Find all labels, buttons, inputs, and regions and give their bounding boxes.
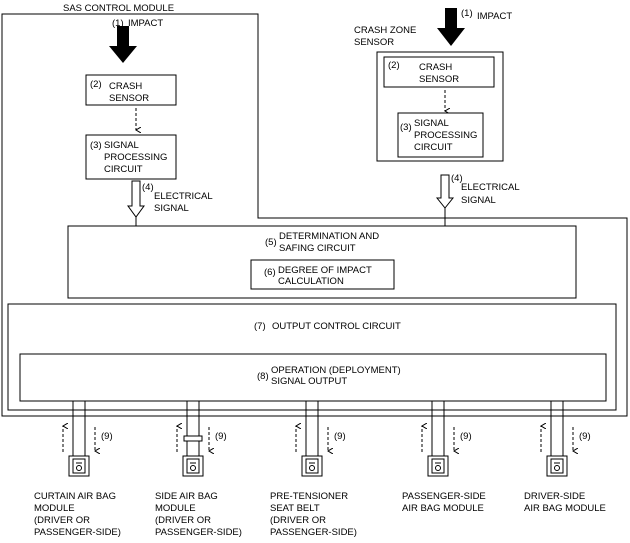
signal-proc-left-num: (3): [90, 140, 102, 151]
impact-right-label: IMPACT: [477, 11, 512, 22]
crash-sensor-left-box: [85, 74, 177, 106]
output-module-label: PASSENGER-SIDE): [270, 527, 357, 538]
signal-proc-right-num: (3): [400, 122, 412, 133]
elec-left-line2: SIGNAL: [154, 203, 189, 214]
signal-proc-right-line2: PROCESSING: [414, 130, 477, 141]
signal-num: (9): [334, 431, 346, 442]
operation-num: (8): [257, 371, 269, 382]
elec-right-num: (4): [451, 173, 463, 184]
elec-left-num: (4): [142, 182, 154, 193]
output-module-label: (DRIVER OR: [270, 515, 326, 526]
sas-module-title: SAS CONTROL MODULE: [63, 3, 174, 14]
signal-num: (9): [101, 431, 113, 442]
signal-num: (9): [579, 431, 591, 442]
output-module-label: MODULE: [155, 503, 196, 514]
crash-zone-line2: SENSOR: [354, 37, 394, 48]
elec-right-line2: SIGNAL: [461, 195, 496, 206]
signal-processing-left-box: [85, 134, 177, 180]
output-module-label: PRE-TENSIONER: [270, 491, 348, 502]
output-module-label: CURTAIN AIR BAG: [34, 491, 116, 502]
determination-line1: DETERMINATION AND: [279, 231, 379, 242]
degree-line2: CALCULATION: [278, 276, 344, 287]
impact-arrow-icon: [437, 8, 465, 46]
electrical-signal-arrow-icon: [435, 174, 455, 209]
operation-signal-box: [19, 353, 607, 402]
output-module-label: PASSENGER-SIDE): [34, 527, 121, 538]
signal-proc-right-line3: CIRCUIT: [414, 142, 453, 153]
crash-sensor-right-box: [383, 56, 495, 88]
sas-module-outline: [1, 13, 628, 417]
elec-right-line1: ELECTRICAL: [461, 182, 520, 193]
operation-line2: SIGNAL OUTPUT: [271, 376, 347, 387]
impact-arrow-icon: [109, 26, 137, 63]
signal-proc-right-line1: SIGNAL: [414, 118, 449, 129]
impact-right-num: (1): [461, 8, 473, 19]
impact-left-num: (1): [112, 18, 124, 29]
output-module-label: DRIVER-SIDE: [524, 491, 585, 502]
crash-sensor-left-line2: SENSOR: [109, 93, 149, 104]
operation-line1: OPERATION (DEPLOYMENT): [271, 365, 401, 376]
output-module-label: (DRIVER OR: [34, 515, 90, 526]
output-module-label: SEAT BELT: [270, 503, 320, 514]
elec-left-line1: ELECTRICAL: [154, 191, 213, 202]
determination-line2: SAFING CIRCUIT: [279, 243, 356, 254]
signal-processing-right-box: [397, 112, 484, 158]
degree-of-impact-box: [250, 259, 395, 290]
signal-num: (9): [215, 431, 227, 442]
crash-zone-line1: CRASH ZONE: [354, 25, 416, 36]
degree-line1: DEGREE OF IMPACT: [278, 265, 372, 276]
signal-num: (9): [460, 431, 472, 442]
output-module-label: SIDE AIR BAG: [155, 491, 218, 502]
output-module-label: MODULE: [34, 503, 75, 514]
electrical-signal-arrow-icon: [127, 180, 145, 218]
output-module-label: AIR BAG MODULE: [524, 503, 606, 514]
signal-proc-left-line2: PROCESSING: [104, 152, 167, 163]
impact-left-label: IMPACT: [128, 18, 163, 29]
output-control-label: OUTPUT CONTROL CIRCUIT: [272, 321, 401, 332]
crash-sensor-right-line2: SENSOR: [419, 74, 459, 85]
determination-num: (5): [265, 237, 277, 248]
crash-zone-sensor-box: [376, 51, 504, 162]
crash-sensor-right-num: (2): [388, 60, 400, 71]
output-module-label: PASSENGER-SIDE: [402, 491, 486, 502]
signal-proc-left-line1: SIGNAL: [104, 140, 139, 151]
output-module-label: AIR BAG MODULE: [402, 503, 484, 514]
output-module-label: (DRIVER OR: [155, 515, 211, 526]
crash-sensor-right-line1: CRASH: [419, 62, 452, 73]
signal-proc-left-line3: CIRCUIT: [104, 164, 143, 175]
output-control-num: (7): [254, 321, 266, 332]
degree-num: (6): [264, 267, 276, 278]
crash-sensor-left-line1: CRASH: [109, 81, 142, 92]
output-module-label: PASSENGER-SIDE): [155, 527, 242, 538]
crash-sensor-left-num: (2): [90, 79, 102, 90]
